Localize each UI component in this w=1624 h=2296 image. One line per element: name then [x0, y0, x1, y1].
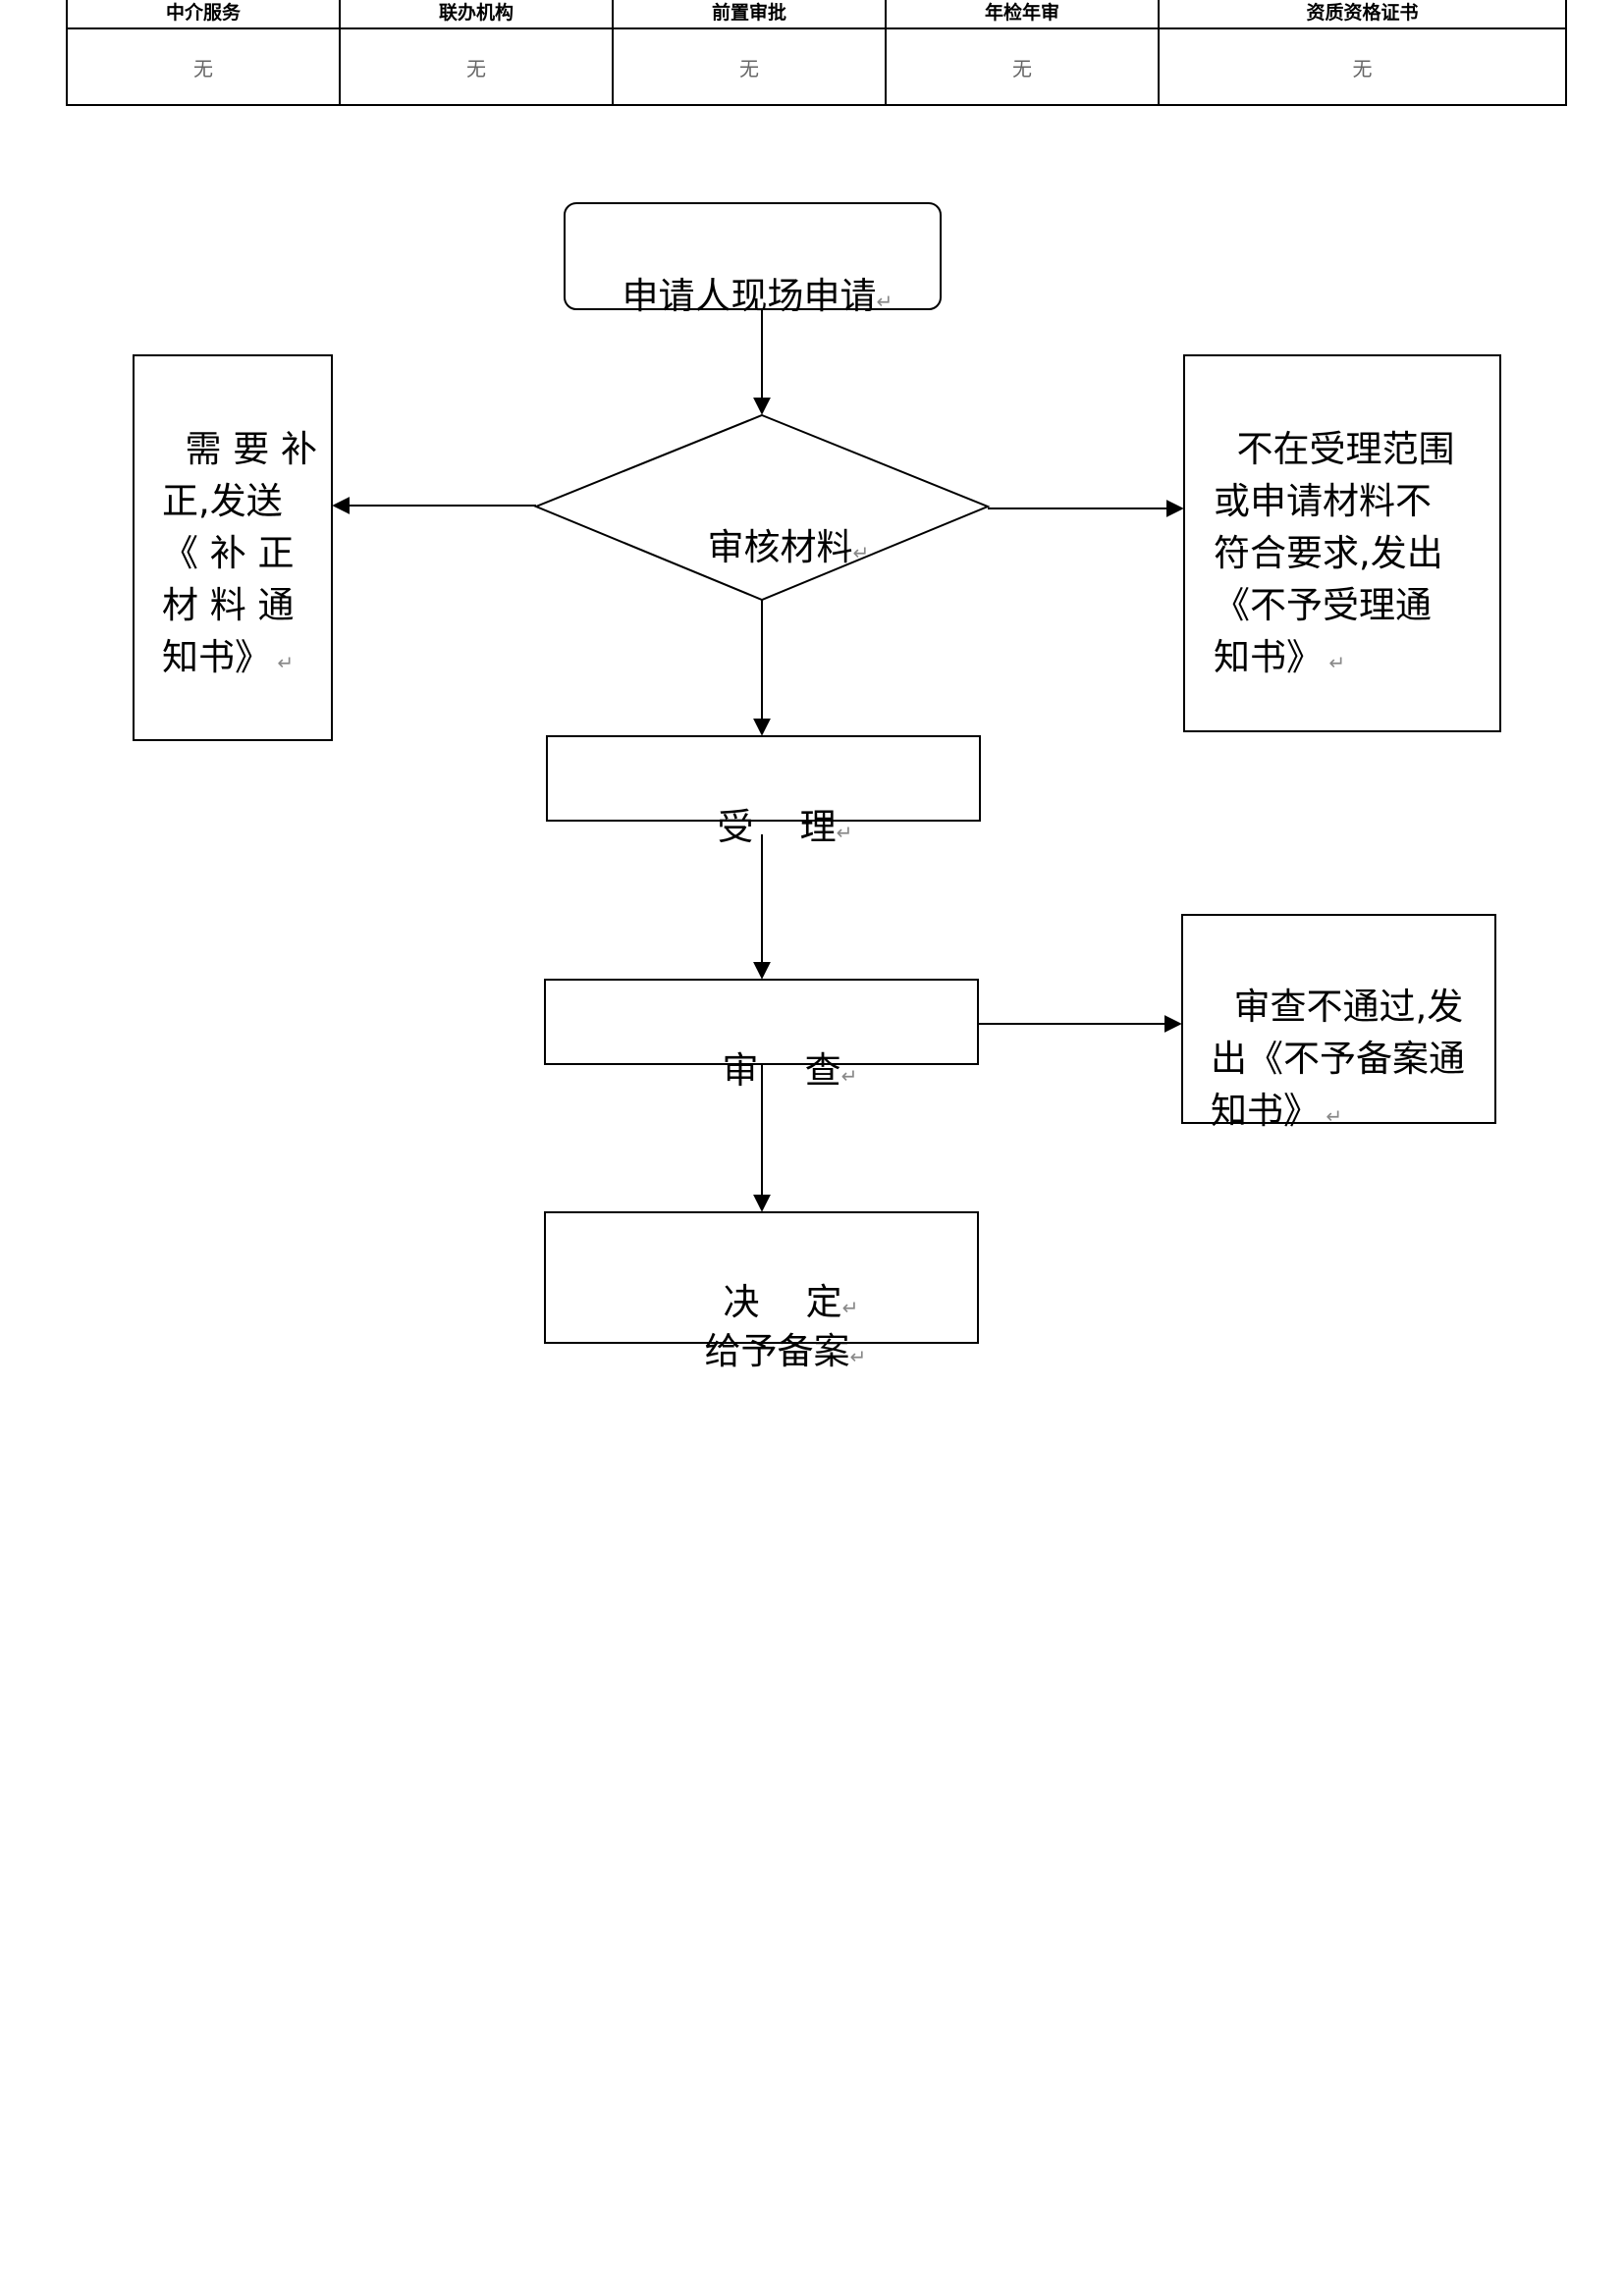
table-header-row: 中介服务 联办机构 前置审批 年检年审 资质资格证书	[66, 0, 1567, 29]
decision-label-2: 给予备案↵	[704, 1330, 867, 1372]
cell-joint-agency: 无	[339, 27, 614, 106]
cell-annual-review: 无	[885, 27, 1160, 106]
decision-label-1: 决 定↵	[723, 1281, 859, 1323]
accept-label: 受 理↵	[717, 806, 853, 848]
header-joint-agency: 联办机构	[339, 0, 614, 29]
not-pass-label: 审查不通过,发 出《不予备案通 知书》 ↵	[1211, 986, 1465, 1132]
reject-label: 不在受理范围 或申请材料不 符合要求,发出 《不予受理通 知书》 ↵	[1214, 428, 1455, 678]
header-annual-review: 年检年审	[885, 0, 1160, 29]
examine-label: 审 查↵	[722, 1049, 858, 1092]
table-row: 无 无 无 无 无	[66, 27, 1567, 106]
cell-intermediary: 无	[66, 27, 341, 106]
review-label: 审核材料↵	[707, 526, 870, 568]
supplement-label: 需 要 补 正,发送 《 补 正 材 料 通 知书》 ↵	[162, 428, 318, 678]
header-intermediary: 中介服务	[66, 0, 341, 29]
start-label: 申请人现场申请↵	[622, 275, 893, 317]
cell-qualification: 无	[1158, 27, 1567, 106]
header-qualification: 资质资格证书	[1158, 0, 1567, 29]
cell-pre-approval: 无	[612, 27, 887, 106]
header-pre-approval: 前置审批	[612, 0, 887, 29]
info-table: 中介服务 联办机构 前置审批 年检年审 资质资格证书 无 无 无 无 无	[66, 0, 1567, 106]
